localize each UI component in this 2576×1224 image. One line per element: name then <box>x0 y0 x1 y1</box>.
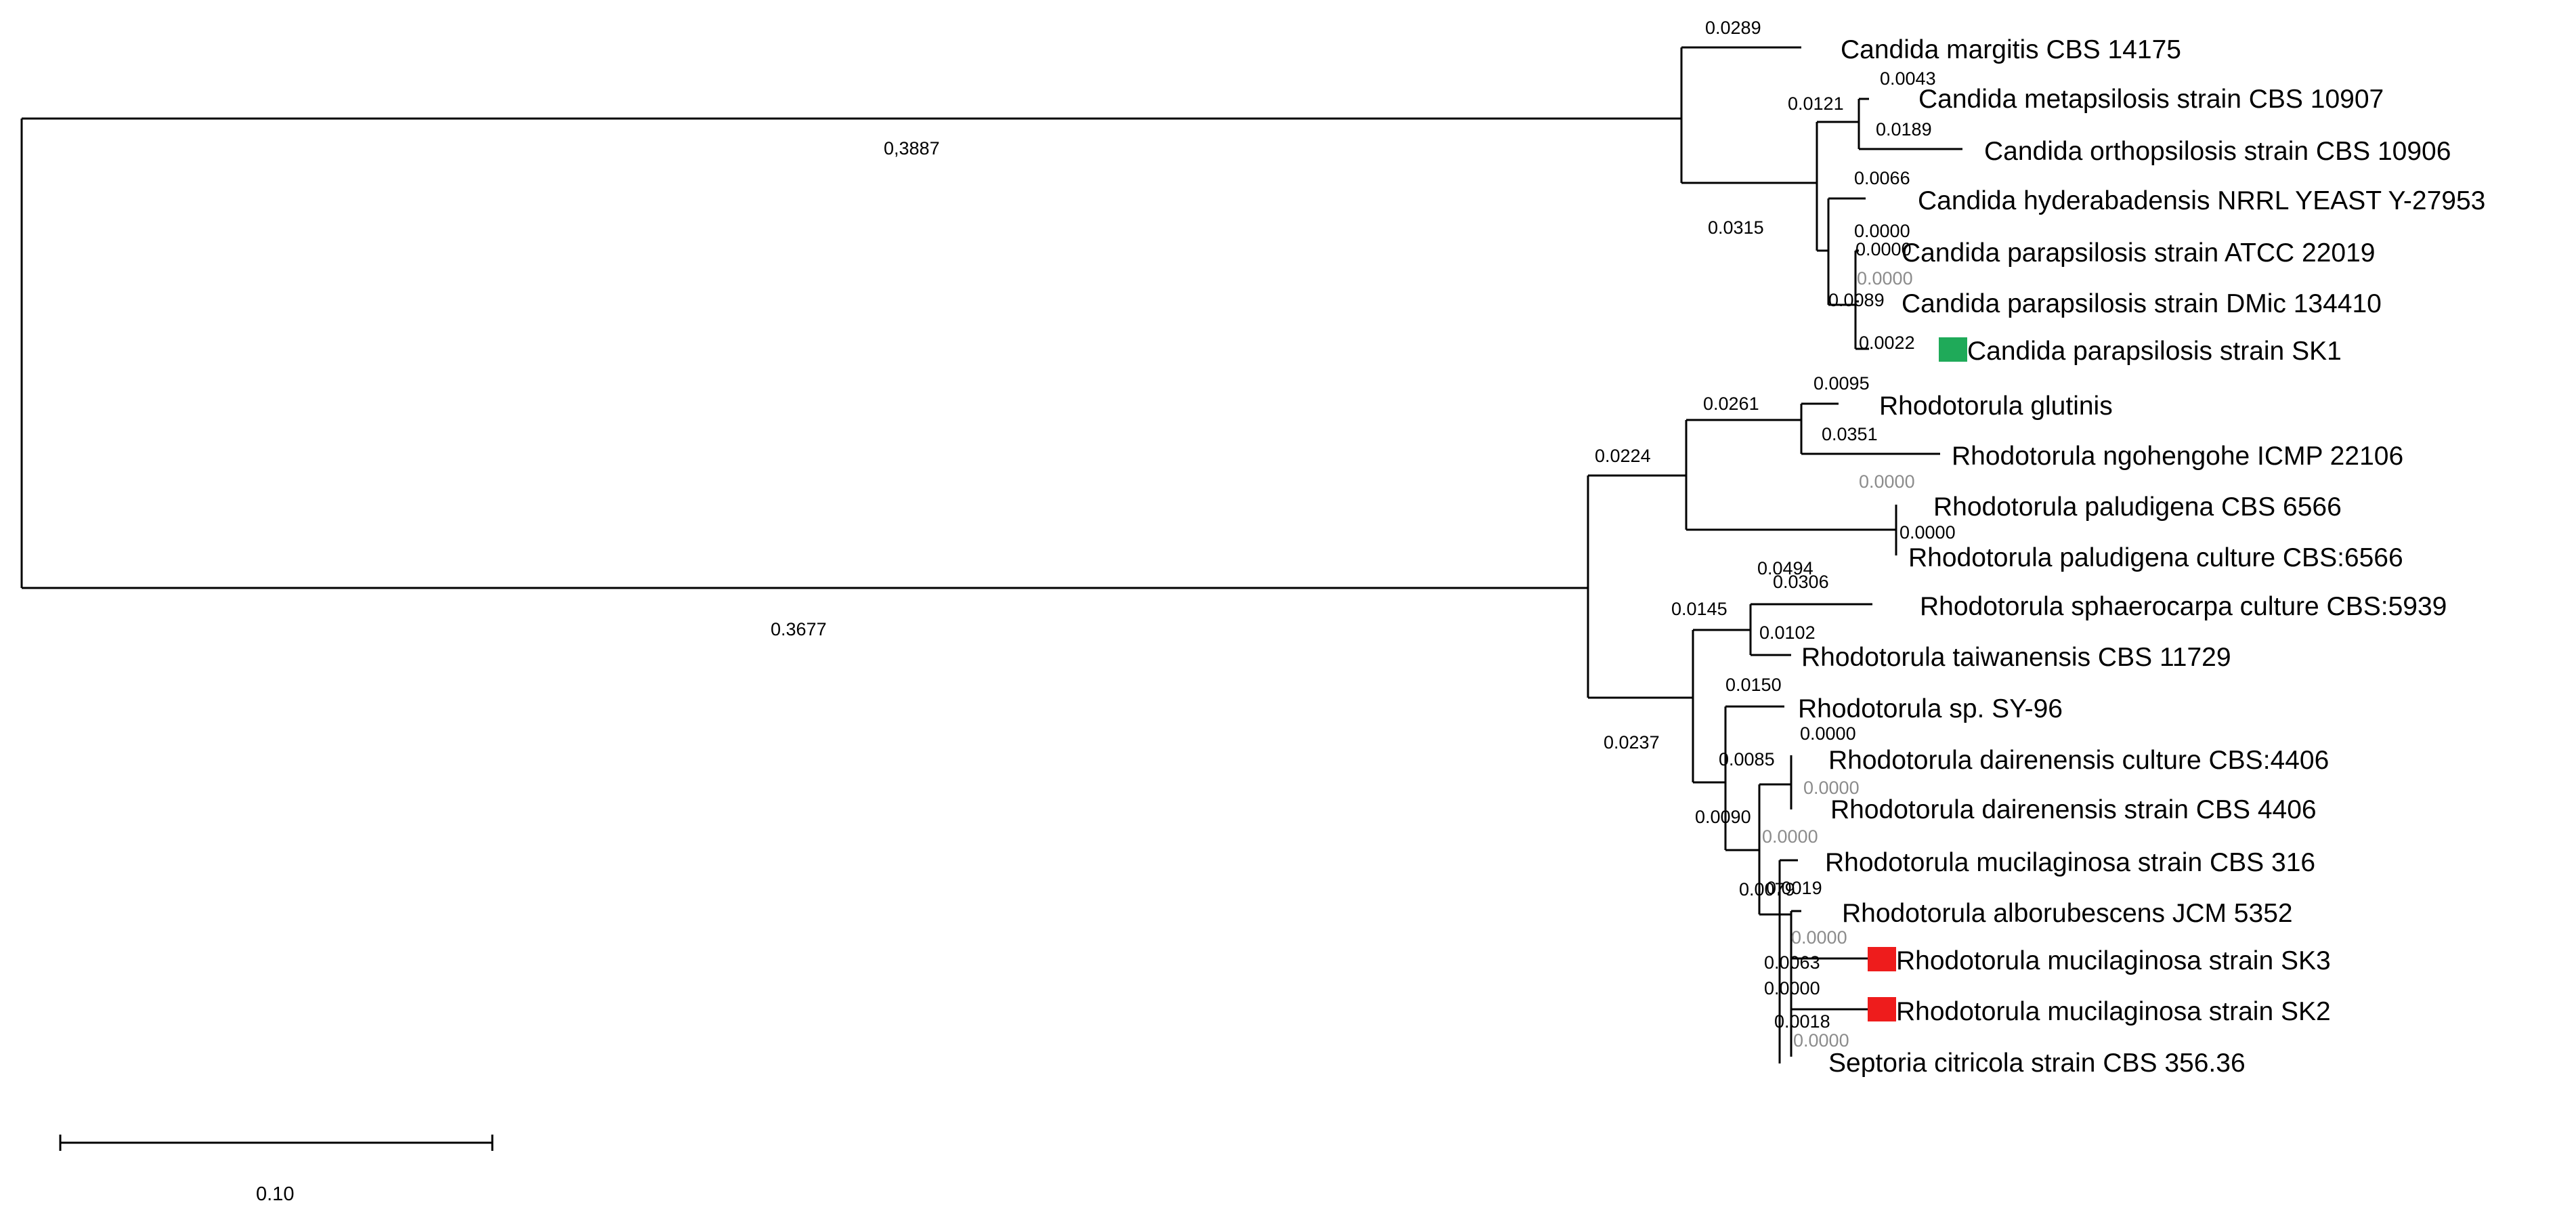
branch-length-label: 0.0351 <box>1822 424 1878 444</box>
leaf-labels: Candida margitis CBS 14175 Candida metap… <box>1798 35 2485 1078</box>
branch-length-label: 0.0121 <box>1788 93 1844 114</box>
branch-length-label: 0.0090 <box>1695 807 1751 827</box>
branch-length-label: 0.0079 <box>1739 879 1795 900</box>
branch-length-label: 0.0289 <box>1705 18 1761 38</box>
sk3-red-marker <box>1868 947 1896 971</box>
leaf-label: Rhodotorula paludigena culture CBS:6566 <box>1908 543 2403 572</box>
tree-branches <box>20 46 1962 1063</box>
branch-length-label: 0.0089 <box>1828 290 1885 310</box>
branch-length-label: 0.0000 <box>1859 471 1915 492</box>
branch-length-label: 0.0000 <box>1793 1030 1849 1051</box>
leaf-label: Rhodotorula ngohengohe ICMP 22106 <box>1952 442 2403 471</box>
branch-length-label: 0.0022 <box>1859 333 1915 353</box>
branch-length-label: 0.3677 <box>771 619 827 639</box>
branch-length-label: 0.0494 <box>1757 558 1813 578</box>
sk2-red-marker <box>1868 997 1896 1021</box>
branch-length-label: 0.0063 <box>1764 952 1820 973</box>
leaf-label: Rhodotorula glutinis <box>1879 392 2113 421</box>
leaf-label: Candida parapsilosis strain ATCC 22019 <box>1902 238 2376 268</box>
branch-length-label: 0.0224 <box>1595 446 1651 466</box>
leaf-label: Candida parapsilosis strain SK1 <box>1967 337 2342 366</box>
leaf-label: Rhodotorula mucilaginosa strain SK2 <box>1896 997 2331 1026</box>
branch-length-label: 0.0000 <box>1854 221 1910 241</box>
leaf-label: Candida parapsilosis strain DMic 134410 <box>1902 289 2382 318</box>
branch-length-label: 0.0261 <box>1703 394 1759 414</box>
branch-length-label: 0.0000 <box>1791 927 1847 948</box>
branch-length-label: 0.0102 <box>1759 622 1816 643</box>
branch-length-label: 0.0000 <box>1899 522 1956 543</box>
branch-length-label: 0.0315 <box>1708 217 1764 238</box>
branch-length-label: 0.0000 <box>1803 778 1860 798</box>
branch-length-label: 0.0145 <box>1671 599 1727 619</box>
leaf-label: Rhodotorula alborubescens JCM 5352 <box>1842 899 2293 928</box>
leaf-label: Septoria citricola strain CBS 356.36 <box>1828 1049 2246 1078</box>
branch-length-label: 0.0018 <box>1774 1011 1830 1032</box>
branch-length-label: 0.0000 <box>1857 268 1913 289</box>
branch-length-label: 0.0000 <box>1855 239 1912 259</box>
branch-length-label: 0,3887 <box>884 138 940 159</box>
leaf-label: Candida metapsilosis strain CBS 10907 <box>1918 85 2384 114</box>
branch-length-label: 0.0019 <box>1766 878 1822 898</box>
branch-length-label: 0.0085 <box>1719 749 1775 769</box>
leaf-label: Candida orthopsilosis strain CBS 10906 <box>1984 137 2451 166</box>
scale-bar: 0.10 <box>59 1135 494 1205</box>
leaf-label: Rhodotorula taiwanensis CBS 11729 <box>1801 643 2231 672</box>
leaf-label: Candida hyderabadensis NRRL YEAST Y-2795… <box>1918 186 2485 215</box>
sk1-green-marker <box>1939 337 1967 362</box>
branch-length-label: 0.0000 <box>1764 978 1820 998</box>
branch-length-label: 0.0043 <box>1880 68 1936 89</box>
leaf-label: Rhodotorula sp. SY-96 <box>1798 694 2063 723</box>
internal-branch-lengths: 0,3887 0.3677 0.0315 0.0121 0.0224 0.023… <box>771 93 1912 998</box>
branch-length-label: 0.0095 <box>1813 373 1870 394</box>
leaf-label: Rhodotorula paludigena CBS 6566 <box>1933 492 2342 522</box>
leaf-label: Rhodotorula mucilaginosa strain CBS 316 <box>1825 848 2315 877</box>
branch-length-label: 0.0000 <box>1800 723 1856 744</box>
leaf-label: Rhodotorula dairenensis strain CBS 4406 <box>1830 795 2317 824</box>
leaf-label: Candida margitis CBS 14175 <box>1841 35 2181 64</box>
branch-length-label: 0.0150 <box>1725 675 1782 695</box>
branch-length-label: 0.0066 <box>1854 168 1910 188</box>
branch-length-label: 0.0189 <box>1876 119 1932 140</box>
branch-length-label: 0.0306 <box>1773 572 1829 592</box>
leaf-label: Rhodotorula dairenensis culture CBS:4406 <box>1828 746 2329 775</box>
branch-length-label: 0.0000 <box>1762 826 1818 847</box>
branch-length-label: 0.0237 <box>1604 732 1660 753</box>
leaf-branch-lengths: 0.0289 0.0043 0.0189 0.0066 0.0000 0.000… <box>1705 18 1956 1051</box>
leaf-label: Rhodotorula mucilaginosa strain SK3 <box>1896 946 2331 975</box>
leaf-label: Rhodotorula sphaerocarpa culture CBS:593… <box>1920 592 2447 621</box>
scale-bar-label: 0.10 <box>256 1183 294 1205</box>
